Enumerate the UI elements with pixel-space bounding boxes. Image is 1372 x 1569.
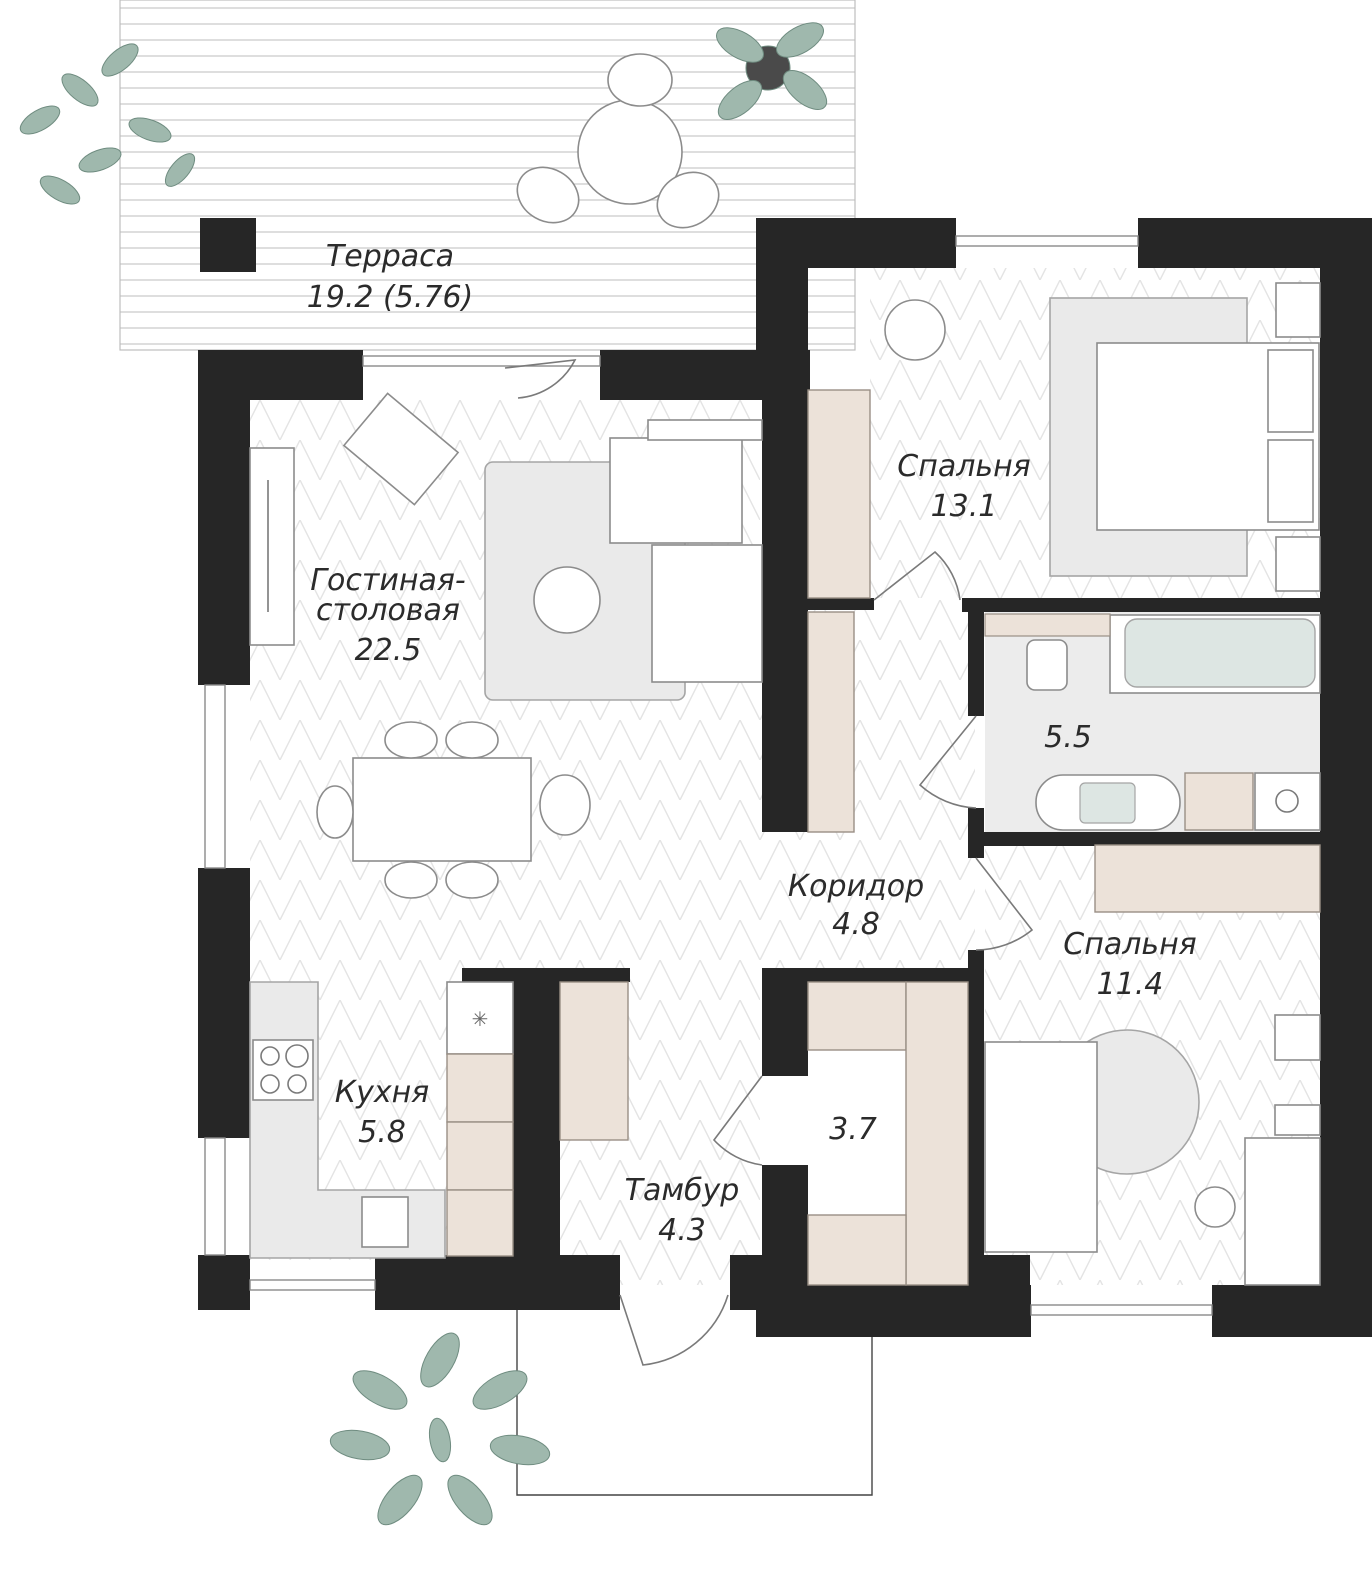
sofa-seat (609, 437, 743, 544)
vestibule-area: 4.3 (658, 1213, 706, 1248)
closet-area: 3.7 (829, 1112, 877, 1147)
washing-machine (1254, 772, 1321, 831)
bathtub (1124, 618, 1316, 688)
bedroom2-furniture (984, 1014, 1321, 1286)
terrace-area: 19.2 (5.76) (307, 280, 474, 315)
armchair (342, 392, 460, 506)
terrace (119, 0, 856, 351)
living-name-line2: столовая (316, 593, 460, 628)
desk (1244, 1137, 1321, 1286)
bedroom1-name: Спальня (897, 449, 1030, 484)
closets (559, 389, 1321, 1286)
desk-chair (1194, 1186, 1236, 1228)
kitchen-name: Кухня (335, 1075, 429, 1110)
svg-text:✳: ✳ (472, 1007, 489, 1031)
windows (204, 235, 1213, 1316)
dining-table (352, 757, 532, 862)
bedroom2-area: 11.4 (1097, 967, 1164, 1002)
corridor-name: Коридор (788, 869, 924, 904)
terrace-table-set (516, 53, 720, 229)
kitchen-furniture: ✳ (249, 981, 514, 1259)
porch-outline (516, 1310, 873, 1496)
fridge (446, 981, 514, 1055)
living-area: 22.5 (355, 633, 422, 668)
plant-icon (19, 43, 196, 205)
tv-unit (249, 447, 295, 646)
walls (198, 218, 1372, 1337)
bedroom1-area: 13.1 (931, 489, 998, 524)
living-furniture (249, 392, 763, 899)
plant-icon (716, 22, 828, 120)
bedroom2-name: Спальня (1063, 927, 1196, 962)
bathroom-area: 5.5 (1044, 720, 1092, 755)
corridor-area: 4.8 (832, 907, 880, 942)
terrace-pillar (200, 218, 256, 272)
vestibule-name: Тамбур (625, 1173, 740, 1208)
chair (884, 299, 946, 361)
kitchen-sink (361, 1196, 409, 1248)
sofa-chaise (651, 544, 763, 683)
door-swing-icon (504, 359, 1034, 1366)
bedroom1-furniture (884, 282, 1321, 592)
coffee-table (533, 566, 601, 634)
kitchen-area: 5.8 (358, 1115, 406, 1150)
living-name-line1: Гостиная- (310, 563, 465, 598)
toilet (1026, 639, 1068, 691)
plant-icon (329, 1332, 551, 1526)
cooktop (252, 1039, 314, 1101)
terrace-name: Терраса (326, 239, 454, 274)
bathroom-fixtures (984, 613, 1321, 831)
bed (984, 1041, 1098, 1253)
